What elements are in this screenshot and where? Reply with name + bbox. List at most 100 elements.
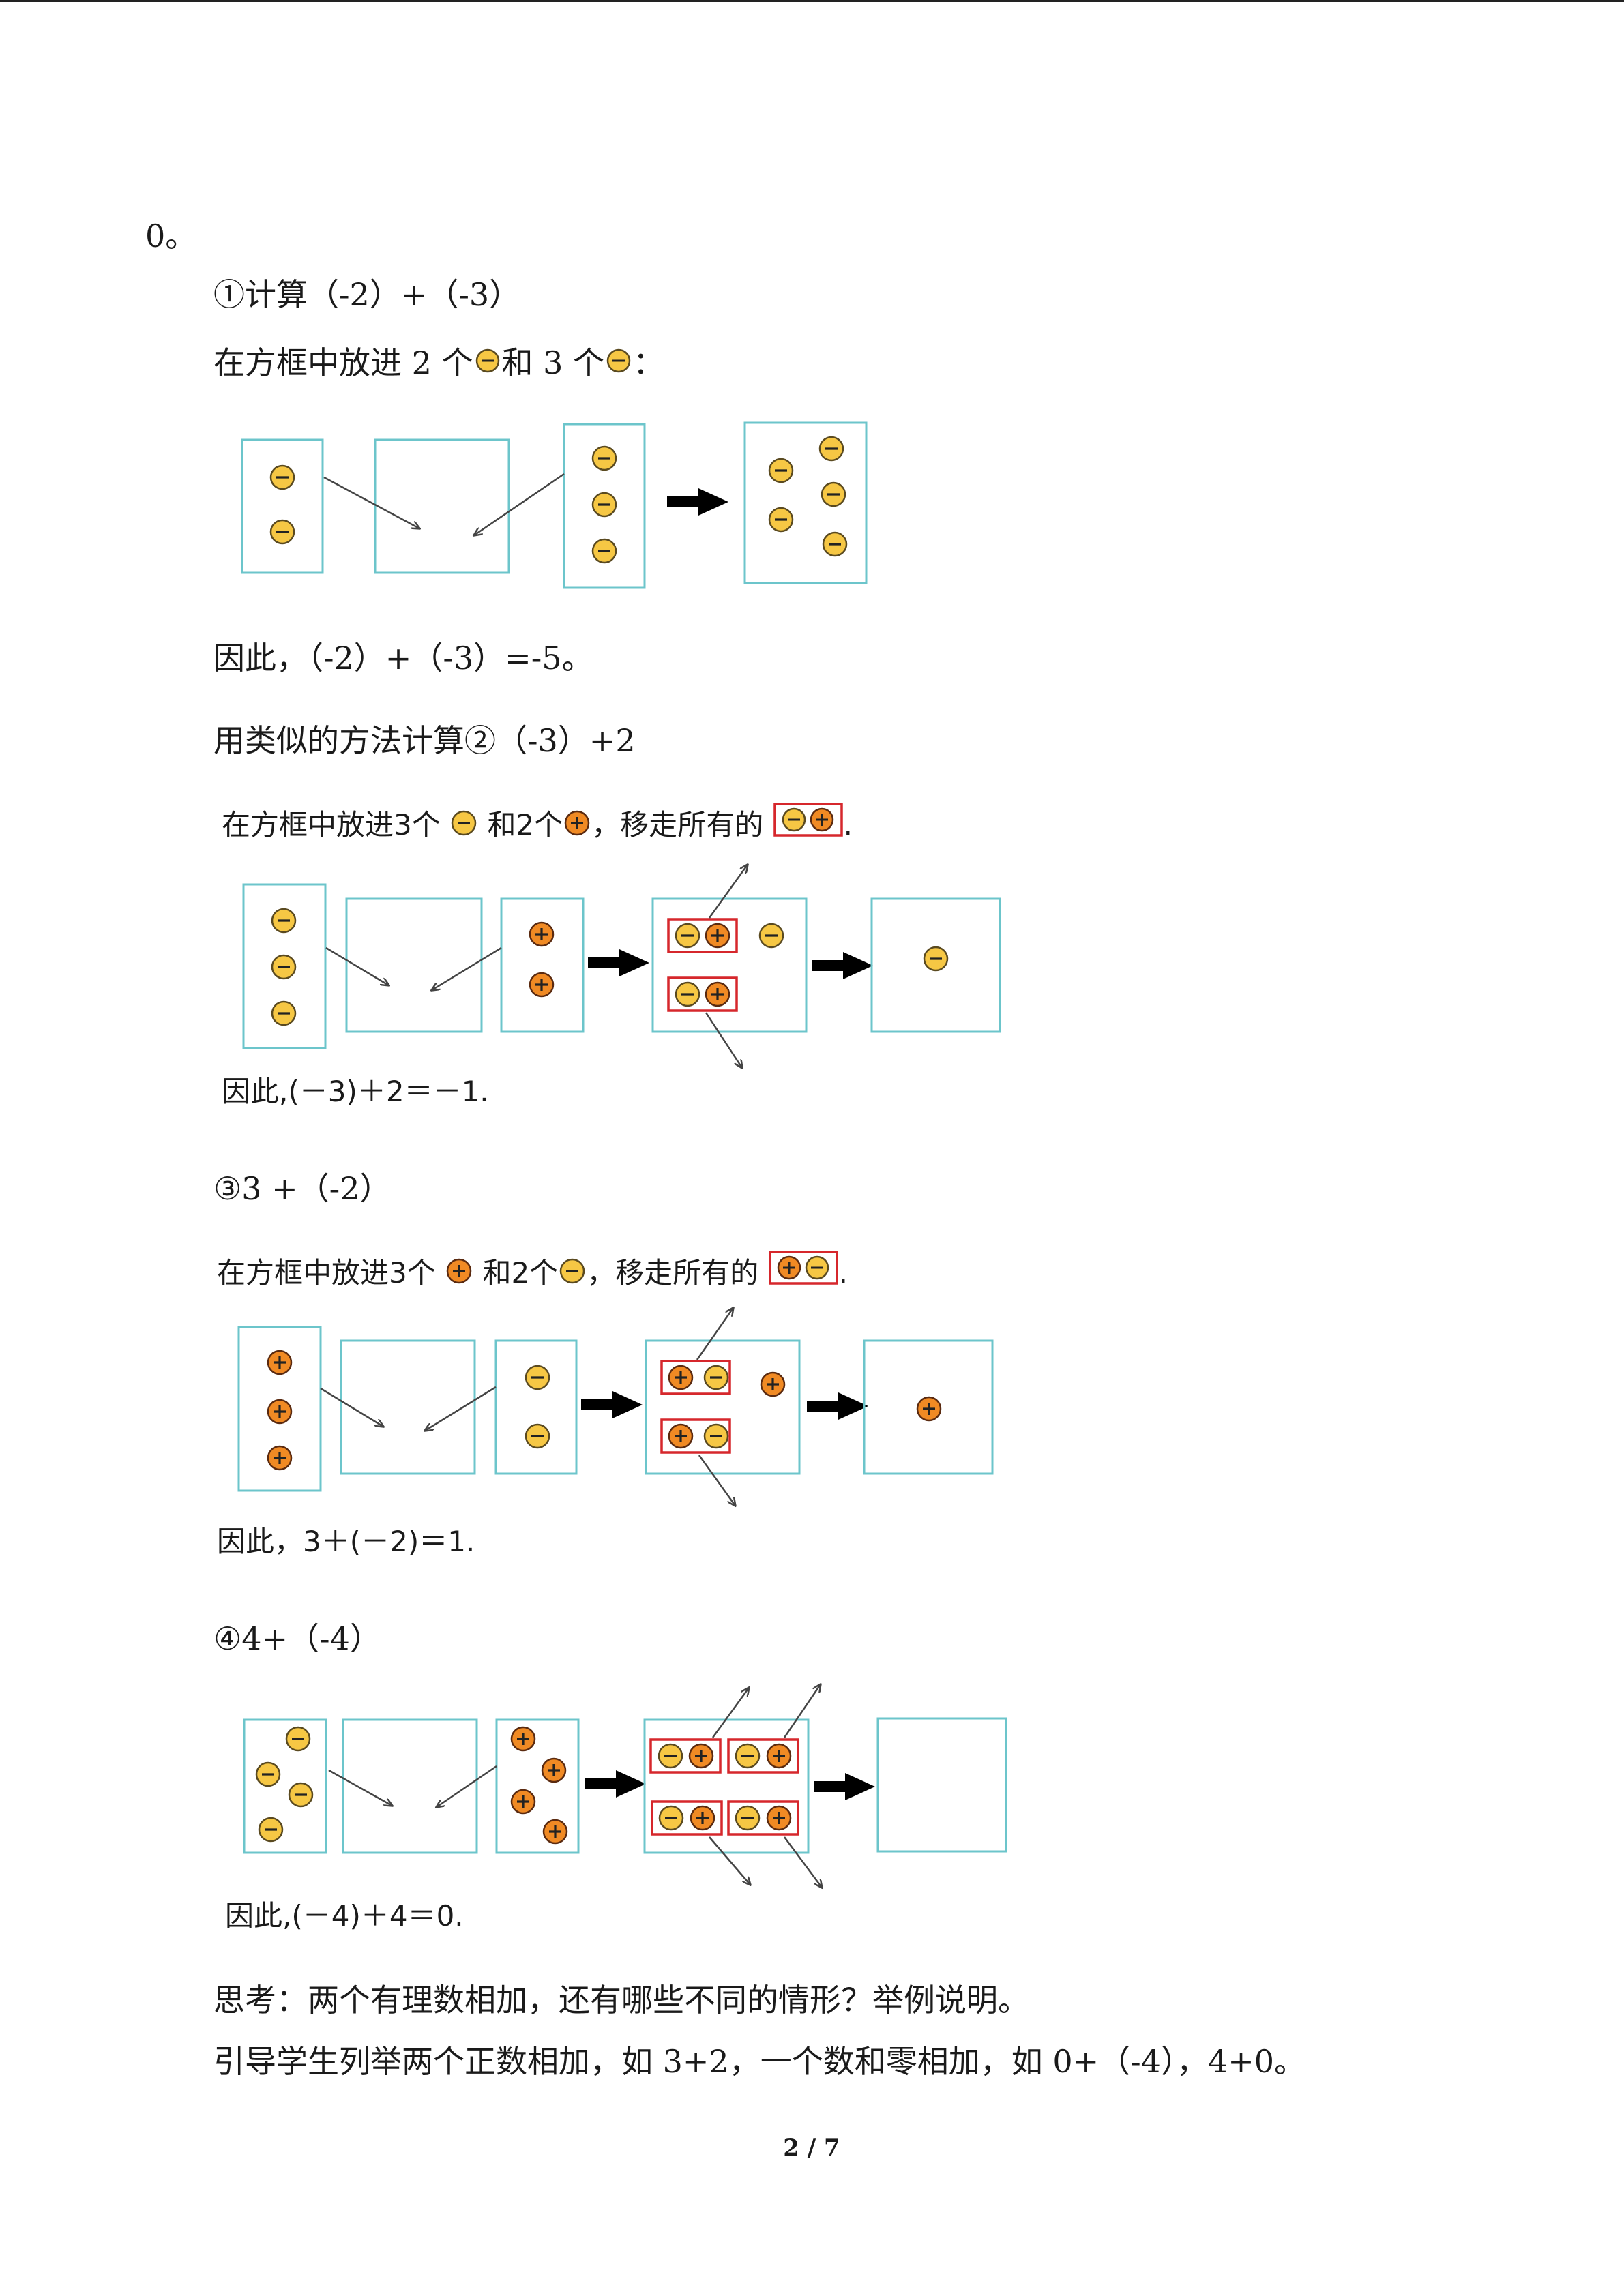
positive-chip [529,921,555,947]
negative-chip [269,464,295,490]
negative-chip [735,1805,761,1831]
pair-box [651,1800,723,1836]
page-number: 2 / 7 [783,2134,840,2162]
negative-chip [758,923,784,949]
heading-calc-4: ④4+（-4） [213,1620,381,1657]
negative-chip [285,1726,311,1752]
fig3-arrow-2 [807,1392,868,1420]
pair-box [649,1738,722,1774]
positive-chip [542,1819,568,1845]
remove-arrow [705,1012,742,1068]
fig4-arrow-1 [585,1770,646,1798]
negative-chip [288,1782,314,1808]
fig2-left-box [242,883,327,1049]
negative-chip [675,923,700,949]
positive-chip [688,1743,714,1769]
negative-chip [703,1365,729,1390]
heading-calc-2: 用类似的方法计算②（-3）+2 [213,722,636,759]
pair-box-icon [768,1251,838,1285]
positive-chip [705,923,730,949]
negative-chip [675,981,700,1007]
guidance-line: 引导学生列举两个正数相加，如 3+2，一个数和零相加，如 0+（-4），4+0。 [213,2043,1306,2080]
fig3-empty-box [340,1339,476,1475]
fig4-arrow-2 [814,1773,875,1800]
fig3-combine-box [645,1339,801,1475]
fig2-caption: 在方框中放进3个 和2个 ，移走所有的 . [222,802,853,844]
positive-chip [916,1396,942,1422]
move-arrow [323,476,419,528]
pair-box [727,1738,799,1774]
fig4-empty-box [342,1718,478,1854]
fig2-combine-box [651,897,808,1033]
remove-arrow [698,1455,735,1506]
positive-chip [529,972,555,998]
move-arrow [328,1769,392,1806]
negative-chip [923,946,949,972]
remove-arrow [783,1836,822,1888]
positive-chip [510,1789,536,1815]
move-arrow [325,946,389,985]
remove-arrow [711,1688,749,1738]
fig4-result: 因此,(－4)＋4＝0. [225,1899,464,1933]
remove-arrow [709,1836,750,1885]
negative-chip [591,492,617,518]
fig2-result: 因此,(－3)＋2＝－1. [222,1075,489,1108]
move-arrow [320,1387,383,1427]
fig1-result-arrow [667,488,728,516]
negative-chip [768,507,794,533]
fig1-left-box [241,438,324,574]
fig3-caption-a: 在方框中放进3个 [217,1256,436,1289]
positive-chip [690,1805,715,1831]
instruction-text-b: 和 3 个 [501,344,605,381]
positive-chip [668,1423,694,1449]
pair-box [667,976,738,1012]
move-arrow [425,1386,497,1431]
fig2-arrow-2 [812,952,873,979]
negative-chip [525,1365,550,1390]
fig4-left-box [243,1718,327,1854]
instruction-line-1: 在方框中放进 2 个和 3 个 ： [213,344,664,382]
text-line-zero: 0。 [145,218,197,254]
positive-chip [766,1805,792,1831]
move-arrow [432,946,502,990]
fig3-caption-c: ，移走所有的 [587,1256,759,1289]
negative-chip [591,538,617,564]
negative-chip [271,1000,297,1026]
positive-chip-icon [564,810,590,836]
negative-chip-icon [451,810,477,836]
fig2-caption-a: 在方框中放进3个 [222,808,441,841]
positive-chip [766,1743,792,1769]
negative-chip [768,458,794,483]
instruction-text-a: 在方框中放进 2 个 [213,344,473,381]
fig4-result-box [876,1717,1007,1853]
negative-chip [822,531,848,557]
fig2-result-box [870,897,1001,1033]
move-arrow [474,473,565,535]
fig3-result-box [863,1339,994,1475]
fig3-caption: 在方框中放进3个 和2个 ，移走所有的 . [217,1250,848,1292]
fig1-result-box [743,421,868,584]
negative-chip-icon [606,348,631,373]
positive-chip [267,1399,293,1425]
fig1-empty-box [374,438,510,574]
fig2-caption-c: ，移走所有的 [591,808,764,841]
fig3-caption-b: 和2个 [482,1256,559,1289]
positive-chip [541,1757,567,1783]
pair-box [667,918,738,953]
positive-chip [760,1371,786,1397]
negative-chip [821,481,846,507]
fig4-right-box [495,1718,580,1854]
fig3-right-box [494,1339,578,1475]
fig4-combine-box [643,1718,810,1854]
negative-chip [703,1423,729,1449]
fig2-caption-d: . [843,808,853,841]
positive-chip [510,1726,536,1752]
remove-arrow [783,1684,821,1738]
fig2-right-box [500,897,585,1033]
fig2-arrow-1 [588,949,649,976]
result-line-1: 因此，（-2）+（-3）=-5。 [213,640,593,676]
fig3-caption-d: . [838,1256,848,1289]
negative-chip [271,954,297,980]
instruction-text-c: ： [633,344,665,381]
fig2-caption-b: 和2个 [487,808,563,841]
